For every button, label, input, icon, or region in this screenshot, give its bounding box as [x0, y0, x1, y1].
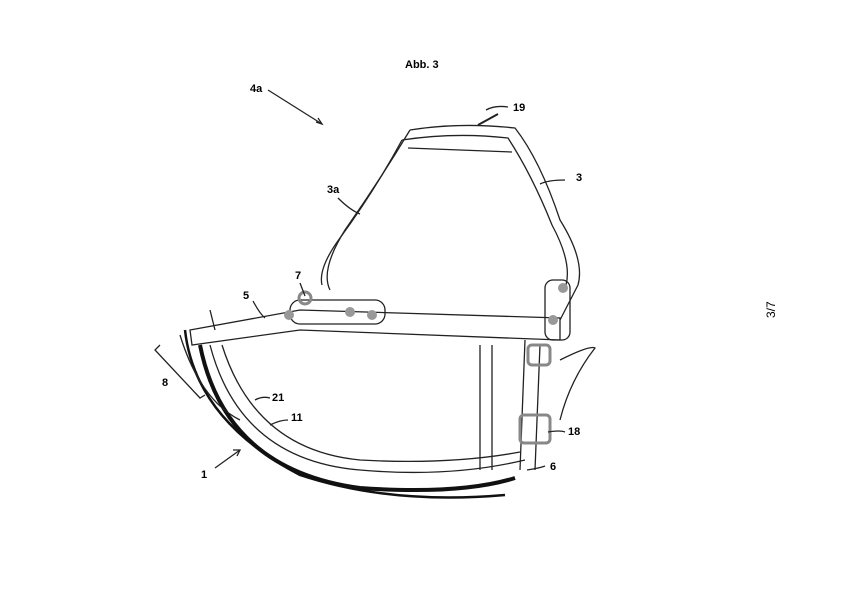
label-21: 21: [272, 392, 284, 404]
label-1: 1: [201, 469, 207, 481]
label-7: 7: [295, 270, 301, 282]
label-8: 8: [162, 377, 168, 389]
label-6: 6: [550, 461, 556, 473]
label-4a: 4a: [250, 83, 263, 95]
label-19: 19: [513, 102, 525, 114]
label-11: 11: [291, 412, 303, 424]
figure-title: Abb. 3: [405, 59, 439, 71]
page-number: 3/7: [764, 301, 778, 318]
label-5: 5: [243, 290, 249, 302]
label-3: 3: [576, 172, 582, 184]
label-18: 18: [568, 426, 580, 438]
harness-drawing: [154, 89, 596, 499]
label-3a: 3a: [327, 184, 340, 196]
